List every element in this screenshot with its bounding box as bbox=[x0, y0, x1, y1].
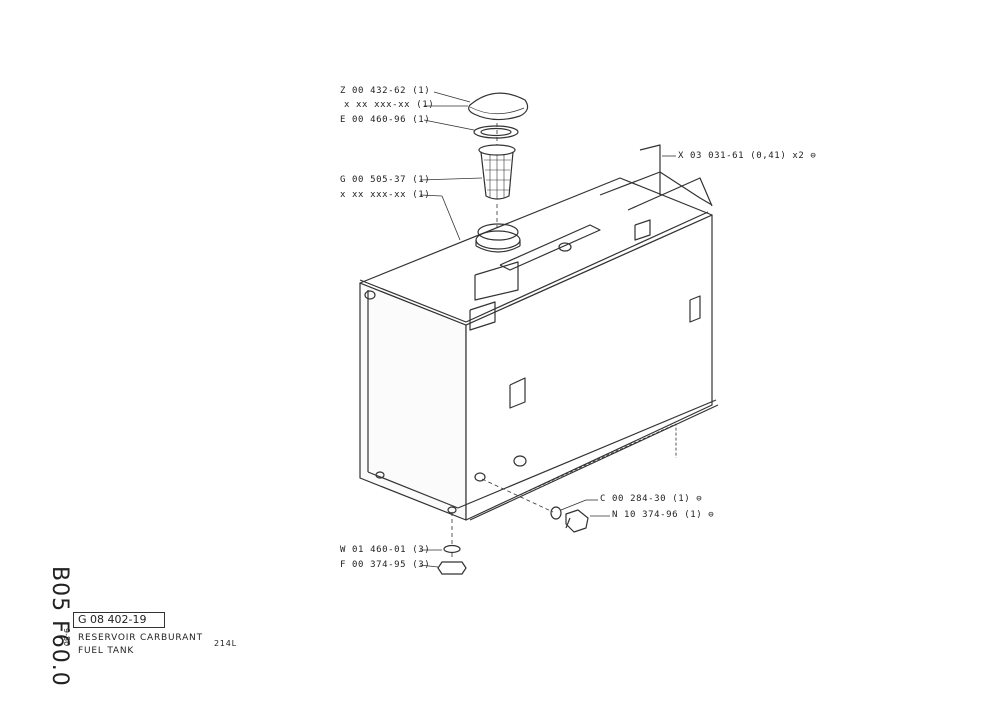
title-french: RESERVOIR CARBURANT bbox=[78, 633, 203, 643]
callout-bracket: X 03 031-61 (0,41) x2 ⊖ bbox=[678, 151, 817, 161]
bottom-nut bbox=[437, 561, 467, 575]
bottom-washer bbox=[443, 544, 461, 554]
callout-nut-bottom: F 00 374-95 (3) bbox=[340, 560, 431, 570]
title-english: FUEL TANK bbox=[78, 646, 135, 656]
callout-neck: x xx xxx-xx (1) bbox=[340, 190, 431, 200]
callout-washer-bottom: W 01 460-01 (3) bbox=[340, 545, 431, 555]
filler-seal bbox=[473, 125, 519, 139]
drain-plug bbox=[550, 506, 589, 533]
filler-neck bbox=[475, 223, 521, 253]
sheet-reference-code: B05 F60.0 bbox=[47, 566, 72, 687]
callout-strainer: G 00 505-37 (1) bbox=[340, 175, 431, 185]
axis-lines bbox=[451, 123, 554, 560]
callout-cap: Z 00 432-62 (1) bbox=[340, 86, 431, 96]
sheet-date-code: 9-80 bbox=[62, 628, 71, 647]
callout-cap-sub: x xx xxx-xx (1) bbox=[344, 100, 435, 110]
tank-body bbox=[359, 177, 719, 521]
callout-seal: E 00 460-96 (1) bbox=[340, 115, 431, 125]
drawing-number-box: G 08 402-19 bbox=[73, 612, 165, 628]
filler-cap bbox=[468, 92, 529, 121]
top-brackets bbox=[364, 144, 713, 514]
callout-drain-plug: N 10 374-96 (1) ⊖ bbox=[612, 510, 715, 520]
strainer bbox=[478, 144, 516, 200]
tank-variant: 214L bbox=[214, 639, 237, 648]
leader-lines bbox=[419, 91, 676, 568]
drawing-number: G 08 402-19 bbox=[78, 613, 147, 626]
callout-washer-drain: C 00 284-30 (1) ⊖ bbox=[600, 494, 703, 504]
